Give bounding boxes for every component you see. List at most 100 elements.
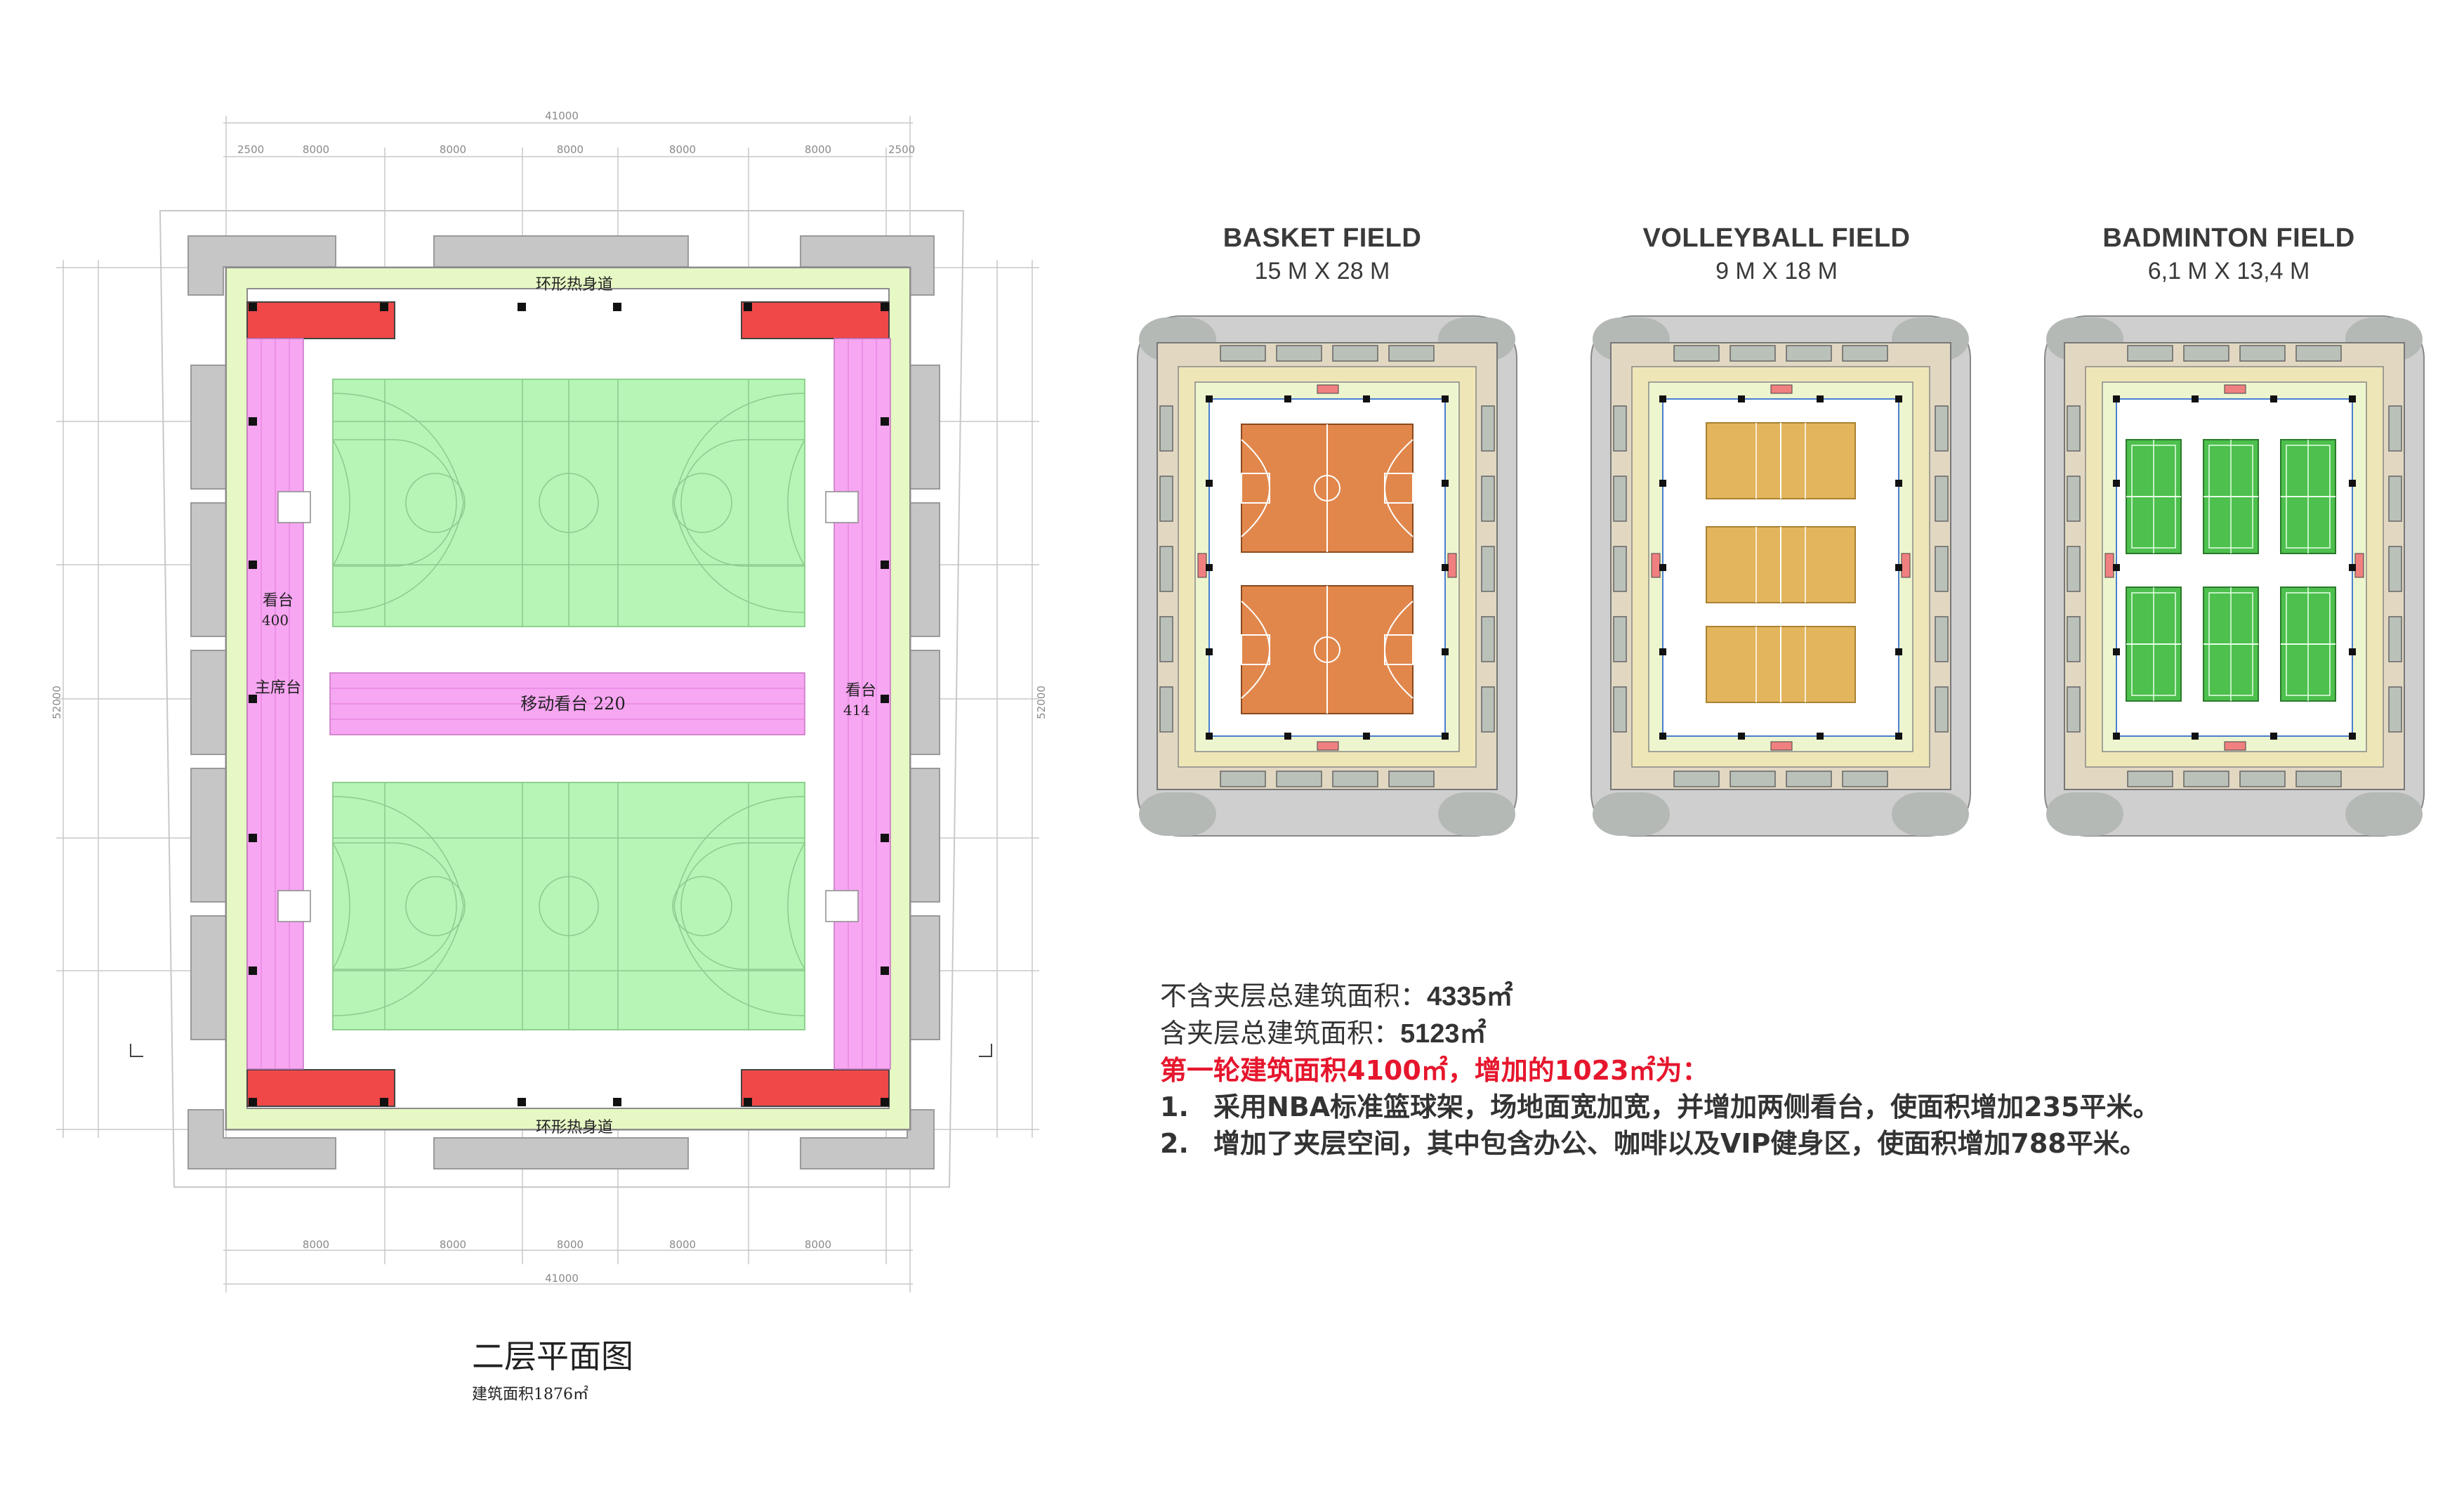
corner-block bbox=[1438, 792, 1515, 836]
wall-segment bbox=[1276, 345, 1322, 362]
stair-marker bbox=[2224, 741, 2246, 751]
wall-segment bbox=[1481, 405, 1495, 452]
stairs bbox=[246, 301, 890, 1107]
wall-segment bbox=[1159, 686, 1173, 733]
wall-segment bbox=[1842, 771, 1888, 787]
wall-segment bbox=[1220, 345, 1266, 362]
wall-segment bbox=[1159, 616, 1173, 662]
column bbox=[1895, 648, 1902, 655]
plan-area-note: 建筑面积1876㎡ bbox=[472, 1386, 588, 1403]
wall-segment bbox=[1673, 771, 1720, 787]
field-plan-volleyball bbox=[1590, 315, 1971, 837]
column bbox=[2349, 564, 2356, 571]
wall-segment bbox=[1276, 771, 1322, 787]
dim-bay-bottom-2: 8000 bbox=[440, 1238, 466, 1251]
court-line bbox=[1241, 634, 1270, 665]
corner-block bbox=[1593, 792, 1670, 836]
wall-segment bbox=[2127, 771, 2173, 787]
field-size: 15 M X 28 M bbox=[1254, 258, 1390, 284]
stair-marker bbox=[2104, 553, 2114, 578]
court-line bbox=[2286, 445, 2331, 549]
column bbox=[1442, 648, 1449, 655]
column bbox=[1659, 733, 1666, 740]
wall-segment bbox=[1159, 546, 1173, 592]
column bbox=[1659, 564, 1666, 571]
column bbox=[1659, 395, 1666, 402]
column bbox=[1206, 480, 1213, 487]
wall-segment bbox=[1613, 476, 1627, 522]
field-title: BASKET FIELD bbox=[1223, 223, 1422, 253]
wall-segment bbox=[1332, 345, 1378, 362]
dim-bay-top-5: 8000 bbox=[805, 143, 831, 156]
wall-segment bbox=[1935, 546, 1949, 592]
column bbox=[1659, 480, 1666, 487]
field-variant-badminton: BADMINTON FIELD 6,1 M X 13,4 M bbox=[2025, 223, 2432, 285]
stair-marker bbox=[1197, 553, 1207, 578]
stair-marker bbox=[2354, 553, 2364, 578]
wall-segment bbox=[1220, 771, 1266, 787]
court-top bbox=[332, 379, 805, 627]
column bbox=[2349, 648, 2356, 655]
wall-segment bbox=[1730, 771, 1776, 787]
wall-segment bbox=[1388, 771, 1435, 787]
field-plan-basketball bbox=[1137, 315, 1517, 837]
wall-segment bbox=[1935, 616, 1949, 662]
field-title: BADMINTON FIELD bbox=[2102, 223, 2355, 253]
column bbox=[2113, 733, 2120, 740]
court-line bbox=[1384, 473, 1414, 504]
stair-marker bbox=[1770, 384, 1793, 394]
dim-bay-bottom-4: 8000 bbox=[669, 1238, 696, 1251]
note-area-incl: 含夹层总建筑面积：5123㎡ bbox=[1160, 1015, 2160, 1052]
note-area-incl-label: 含夹层总建筑面积： bbox=[1160, 1018, 1401, 1049]
court-line bbox=[2208, 445, 2253, 549]
stair-marker bbox=[1447, 553, 1457, 578]
wall-segment bbox=[1935, 405, 1949, 452]
dim-total-top: 41000 bbox=[545, 110, 579, 122]
stair-marker bbox=[1317, 384, 1339, 394]
wall-segment bbox=[1159, 405, 1173, 452]
note-item-number: 2. bbox=[1160, 1128, 1189, 1159]
dim-total-bottom: 41000 bbox=[545, 1272, 579, 1285]
column bbox=[2270, 733, 2277, 740]
label-stand-right: 看台 bbox=[845, 682, 876, 700]
note-area-incl-value: 5123㎡ bbox=[1400, 1019, 1487, 1049]
column bbox=[1817, 733, 1824, 740]
column bbox=[1442, 395, 1449, 402]
dim-side-right: 52000 bbox=[1035, 686, 1048, 719]
wall-segment bbox=[2067, 686, 2081, 733]
court-line bbox=[1314, 636, 1340, 663]
roof-outline bbox=[159, 210, 965, 1188]
note-area-excl-label: 不含夹层总建筑面积： bbox=[1160, 981, 1428, 1011]
wall-segment bbox=[1481, 616, 1495, 662]
wall-segment bbox=[1481, 686, 1495, 733]
note-area-excl: 不含夹层总建筑面积：4335㎡ bbox=[1160, 978, 2160, 1015]
wall-segment bbox=[1786, 345, 1832, 362]
note-item-2: 2.增加了夹层空间，其中包含办公、咖啡以及VIP健身区，使面积增加788平米。 bbox=[1160, 1125, 2160, 1162]
wall-segment bbox=[2067, 405, 2081, 452]
wall-segment bbox=[2388, 405, 2402, 452]
dim-edge-top-right: 2500 bbox=[888, 143, 915, 156]
column bbox=[2113, 564, 2120, 571]
note-increase-heading: 第一轮建筑面积4100㎡，增加的1023㎡为： bbox=[1160, 1055, 1709, 1086]
dim-edge-top-left: 2500 bbox=[237, 143, 264, 156]
column bbox=[1363, 395, 1370, 402]
stand-rows bbox=[261, 339, 877, 1069]
wall-segment bbox=[2067, 476, 2081, 522]
wall-segment bbox=[1935, 686, 1949, 733]
court-line bbox=[2131, 592, 2176, 696]
column bbox=[1284, 395, 1291, 402]
wall-segment bbox=[2388, 476, 2402, 522]
stair-marker bbox=[1317, 741, 1339, 751]
column bbox=[2349, 480, 2356, 487]
note-item-1: 1.采用NBA标准篮球架，场地面宽加宽，并增加两侧看台，使面积增加235平米。 bbox=[1160, 1089, 2160, 1125]
corner-block bbox=[1139, 792, 1216, 836]
dim-bay-top-3: 8000 bbox=[557, 143, 584, 156]
column bbox=[1442, 480, 1449, 487]
label-stand-left: 看台 bbox=[263, 592, 294, 610]
dim-bay-top-2: 8000 bbox=[440, 143, 466, 156]
wall-segment bbox=[1388, 345, 1435, 362]
column bbox=[2113, 480, 2120, 487]
dim-bay-top-1: 8000 bbox=[303, 143, 329, 156]
floor-plan: 41000 2500 8000 8000 8000 8000 8000 2500… bbox=[51, 110, 1048, 1292]
dim-bay-top-4: 8000 bbox=[669, 143, 696, 156]
